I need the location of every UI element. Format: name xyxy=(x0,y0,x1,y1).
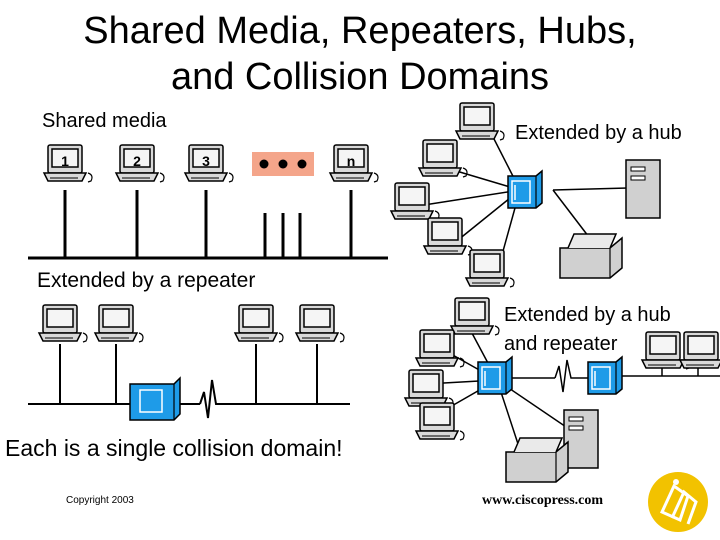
computer-icon xyxy=(295,304,345,343)
server-icon xyxy=(625,159,661,219)
computer-icon xyxy=(94,304,144,343)
computer-icon xyxy=(679,331,720,370)
copyright-text: Copyright 2003 xyxy=(66,495,134,506)
computer-icon xyxy=(450,297,500,336)
printer-icon xyxy=(505,437,569,483)
website-text: www.ciscopress.com xyxy=(482,493,604,508)
computer-icon xyxy=(418,139,468,178)
computer-icon xyxy=(423,217,473,256)
hub-repeater-label-1: Extended by a hub xyxy=(504,304,671,326)
computer-label: 1 xyxy=(61,153,69,169)
computer-icon xyxy=(404,369,454,408)
repeater-icon xyxy=(129,376,181,421)
shared-media-label: Shared media xyxy=(42,110,167,132)
title-line-1: Shared Media, Repeaters, Hubs, xyxy=(83,10,637,52)
hub-label: Extended by a hub xyxy=(515,122,682,144)
computer-icon xyxy=(38,304,88,343)
ciscopress-logo xyxy=(648,472,708,532)
title-line-2: and Collision Domains xyxy=(170,56,550,98)
computer-icon xyxy=(415,329,465,368)
repeater-icon xyxy=(587,356,623,395)
hub-icon xyxy=(477,356,513,395)
hub-repeater-label-2: and repeater xyxy=(504,333,618,355)
computer-label: 2 xyxy=(133,153,141,169)
hub-icon xyxy=(507,170,543,209)
slide-title: Shared Media, Repeaters, Hubs, and Colli… xyxy=(0,8,720,100)
computer-label: n xyxy=(347,153,356,169)
computer-icon xyxy=(234,304,284,343)
server-icon xyxy=(563,409,599,469)
computer-icon xyxy=(455,102,505,141)
computer-label: 3 xyxy=(202,153,210,169)
computer-icon xyxy=(465,249,515,288)
repeater-label: Extended by a repeater xyxy=(37,269,256,292)
collision-domain-summary: Each is a single collision domain! xyxy=(5,435,343,461)
shared-media-segment xyxy=(28,152,388,260)
computer-icon xyxy=(415,402,465,441)
repeater-segment xyxy=(28,344,350,419)
printer-icon xyxy=(559,233,623,279)
computer-icon xyxy=(390,182,440,221)
